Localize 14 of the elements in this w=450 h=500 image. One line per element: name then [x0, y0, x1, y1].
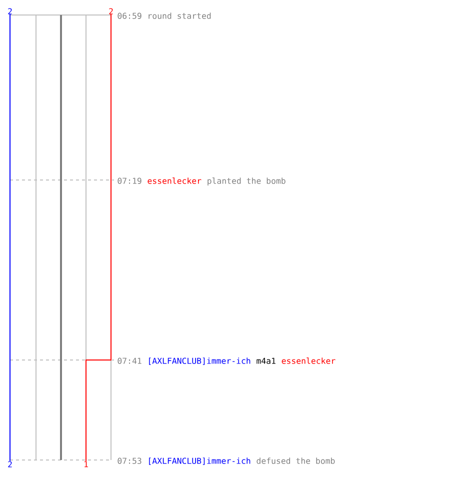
weapon-name: m4a1 [256, 358, 276, 364]
timestamp: 07:19 [118, 178, 142, 184]
timestamp: 07:41 [118, 358, 142, 364]
player-name: [AXLFANCLUB]immer-ich [149, 358, 250, 365]
player-name: essenlecker [282, 358, 336, 364]
player-name: [AXLFANCLUB]immer-ich [149, 458, 250, 465]
timestamp: 06:59 [118, 12, 142, 19]
event-text: defused the bomb [256, 458, 335, 464]
player-count: 1 [84, 461, 88, 468]
player-count: 2 [8, 461, 12, 468]
timestamp: 07:53 [118, 458, 142, 464]
player-name: essenlecker [148, 178, 202, 184]
event-text: round started [148, 12, 211, 19]
event-text: planted the bomb [208, 178, 286, 186]
